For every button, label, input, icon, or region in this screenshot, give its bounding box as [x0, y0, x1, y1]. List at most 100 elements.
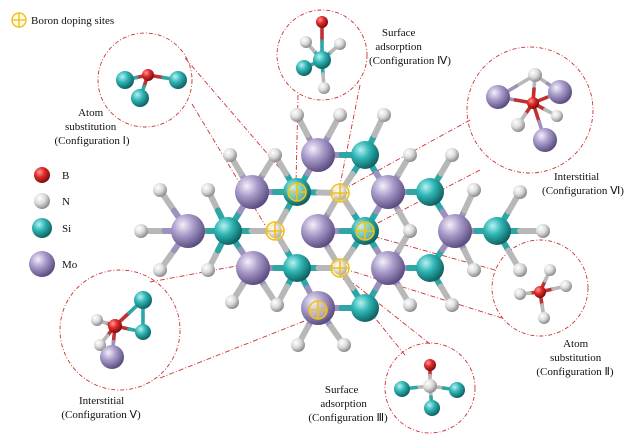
legend-n-label: N [62, 196, 70, 208]
lattice-atom-mo [371, 175, 405, 209]
inset-config-i-atom-si [116, 71, 134, 89]
lattice-atom-n [377, 108, 391, 122]
label-config-i: Atom substitution (Configuration Ⅰ) [54, 107, 129, 147]
legend-n-icon [34, 193, 50, 209]
callout-line [347, 269, 503, 319]
label-config-ii: Atom substitution (Configuration Ⅱ) [536, 338, 614, 378]
lattice-atom-mo [301, 138, 335, 172]
inset-config-iv-atom-n [300, 36, 312, 48]
inset-config-vi-atom-mo [486, 85, 510, 109]
lattice-atom-n [270, 298, 284, 312]
lattice-atom-n [268, 148, 282, 162]
lattice-atom-mo [236, 251, 270, 285]
inset-config-iii-atom-n [423, 379, 437, 393]
lattice-atom-n [403, 148, 417, 162]
inset-config-iv-atom-b [316, 16, 328, 28]
lattice-atom-mo [438, 214, 472, 248]
inset-config-i-atoms [116, 69, 187, 107]
callout-circle-config-vi [466, 46, 594, 174]
callout-lines [149, 57, 503, 379]
inset-config-iii-atom-b [424, 359, 436, 371]
lattice-atoms [134, 108, 550, 352]
lattice-atom-n [467, 183, 481, 197]
inset-config-ii-atom-n [560, 280, 572, 292]
doping-site-marker [330, 258, 350, 278]
label-config-iii: Surface adsorption (Configuration Ⅲ) [308, 384, 388, 424]
inset-config-v-atom-n [91, 314, 103, 326]
lattice-atom-n [223, 148, 237, 162]
callout-circle-config-iv [276, 9, 368, 101]
lattice-atom-n [467, 263, 481, 277]
legend-b-label: B [62, 170, 69, 182]
lattice-atom-n [337, 338, 351, 352]
inset-config-i-atom-si [169, 71, 187, 89]
lattice-atom-si [214, 217, 242, 245]
lattice-atom-si [416, 178, 444, 206]
lattice-atom-n [403, 224, 417, 238]
lattice-atom-n [333, 108, 347, 122]
lattice-atom-n [536, 224, 550, 238]
inset-config-vi-atoms [486, 68, 572, 152]
inset-config-ii-atom-n [538, 312, 550, 324]
legend: Boron doping sites B N Si Mo [11, 12, 114, 277]
inset-config-vi-atom-mo [533, 128, 557, 152]
lattice-atom-mo [301, 214, 335, 248]
inset-molecules [91, 16, 572, 416]
lattice-atom-n [201, 263, 215, 277]
label-config-iv: Surface adsorption (Configuration Ⅳ) [369, 27, 451, 67]
inset-config-vi-atom-n [511, 118, 525, 132]
lattice-atom-mo [235, 175, 269, 209]
inset-config-ii-atom-n [544, 264, 556, 276]
inset-config-iv-atom-si [313, 51, 331, 69]
inset-config-v-atom-mo [100, 345, 124, 369]
callout-circle-config-i [97, 32, 193, 128]
lattice-atom-si [283, 254, 311, 282]
lattice-atom-mo [171, 214, 205, 248]
inset-config-i-atom-b [142, 69, 154, 81]
lattice-atom-si [483, 217, 511, 245]
inset-config-iii-atoms [394, 359, 465, 416]
legend-si-icon [32, 218, 52, 238]
inset-config-iii-atom-si [394, 381, 410, 397]
inset-config-iv-atoms [296, 16, 346, 94]
lattice-atom-n [153, 263, 167, 277]
lattice-atom-n [290, 108, 304, 122]
doping-site-markers [265, 182, 375, 320]
callout-circles [59, 9, 594, 434]
lattice-atom-n [225, 295, 239, 309]
legend-doping-label: Boron doping sites [31, 15, 114, 27]
inset-config-v-atom-si [135, 324, 151, 340]
lattice-atom-n [513, 263, 527, 277]
lattice-atom-si [416, 254, 444, 282]
inset-config-v-atom-n [94, 339, 106, 351]
inset-config-iii-atom-si [449, 382, 465, 398]
callout-circle-config-v [59, 269, 181, 391]
label-config-v: Interstitial (Configuration Ⅴ) [61, 395, 141, 421]
lattice-atom-n [201, 183, 215, 197]
inset-config-vi-atom-n [551, 110, 563, 122]
inset-config-ii-atom-b [534, 286, 546, 298]
callout-line [347, 119, 471, 188]
lattice-atom-n [153, 183, 167, 197]
inset-config-v-atom-b [108, 319, 122, 333]
inset-config-vi-atom-mo [548, 80, 572, 104]
doping-site-marker [355, 221, 375, 241]
lattice-atom-n [513, 185, 527, 199]
legend-si-label: Si [62, 223, 71, 235]
legend-mo-icon [29, 251, 55, 277]
inset-config-v-atom-si [134, 291, 152, 309]
lattice-atom-n [134, 224, 148, 238]
lattice-atom-n [445, 298, 459, 312]
inset-config-v-atoms [91, 291, 152, 369]
inset-config-iv-atom-n [334, 38, 346, 50]
callout-circle-config-iii [384, 342, 476, 434]
callout-circle-config-ii [491, 239, 589, 337]
callout-line [159, 317, 313, 379]
label-config-vi: Interstitial (Configuration Ⅵ) [542, 171, 624, 197]
legend-mo-label: Mo [62, 259, 78, 271]
doping-site-marker [265, 221, 285, 241]
doping-site-marker [308, 300, 328, 320]
inset-config-i-atom-si [131, 89, 149, 107]
callout-line [339, 84, 361, 186]
lattice-atom-n [291, 338, 305, 352]
